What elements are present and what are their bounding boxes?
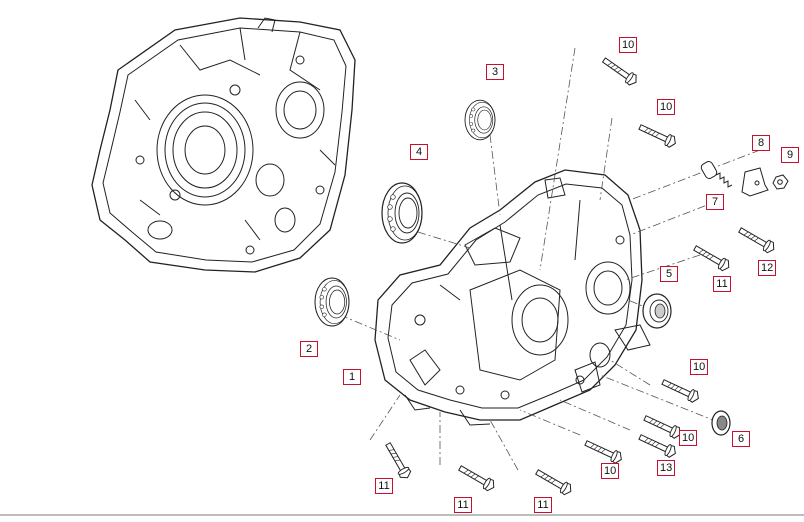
nut-9 <box>772 174 789 190</box>
callout-part-11-bottom: 11 <box>534 497 552 513</box>
bearing-2 <box>314 277 350 327</box>
callout-part-9: 9 <box>781 147 799 163</box>
callout-part-10-bottom: 10 <box>601 463 620 479</box>
callout-part-1: 1 <box>343 369 361 385</box>
callout-part-2: 2 <box>300 341 318 357</box>
oil-seal-5 <box>642 293 672 329</box>
bracket-8 <box>741 167 769 197</box>
callout-part-10-upper: 10 <box>657 99 676 115</box>
callout-part-3: 3 <box>486 64 504 80</box>
callout-part-12: 12 <box>758 260 777 276</box>
callout-part-11-right: 11 <box>713 276 731 292</box>
callout-part-13: 13 <box>657 460 676 476</box>
callout-part-4: 4 <box>410 144 428 160</box>
callout-part-8: 8 <box>752 135 770 151</box>
callout-part-10-mid: 10 <box>690 359 709 375</box>
leader-lines <box>339 47 761 471</box>
callout-part-11-left: 11 <box>375 478 393 494</box>
bearing-3 <box>464 99 496 141</box>
right-crankcase-half <box>374 169 651 426</box>
left-crankcase-half <box>91 17 356 273</box>
bolt-10-upper <box>636 121 679 150</box>
callout-part-10-top: 10 <box>619 37 638 53</box>
bolt-11-mid <box>456 462 498 494</box>
callout-part-10-lower: 10 <box>679 430 698 446</box>
bolt-12 <box>736 224 778 256</box>
bolt-11-bottom <box>533 466 575 498</box>
bottom-divider <box>0 514 804 516</box>
spacer-6 <box>711 410 731 436</box>
bolt-10-lower <box>641 412 684 441</box>
callout-part-6: 6 <box>732 431 750 447</box>
bolt-10-bottom <box>582 437 625 466</box>
plunger-7 <box>700 161 733 188</box>
bolt-10-mid <box>659 376 702 405</box>
bearing-4 <box>381 182 423 244</box>
callout-part-7: 7 <box>706 194 724 210</box>
callout-part-5: 5 <box>660 266 678 282</box>
bolt-11-right <box>691 242 733 274</box>
bolt-10-top <box>600 54 640 88</box>
bolt-11-left <box>382 440 414 482</box>
callout-part-11-mid: 11 <box>454 497 472 513</box>
